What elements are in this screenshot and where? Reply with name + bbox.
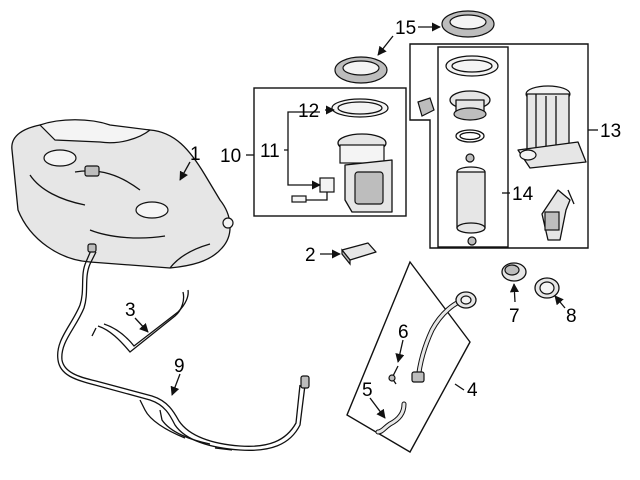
sender-assembly-box: [409, 43, 589, 249]
callout-7: 7: [509, 306, 520, 327]
hose-clamp: [388, 365, 399, 385]
leader-8: [554, 295, 566, 309]
leader-15b: [377, 35, 394, 56]
leader-1: [179, 161, 191, 181]
filler-neck: [411, 291, 477, 383]
callout-2: 2: [305, 245, 316, 266]
callout-9: 9: [174, 356, 185, 377]
float-arm: [541, 189, 575, 241]
connector-clip: [417, 97, 435, 117]
filler-neck-box: [346, 260, 471, 453]
callout-13: 13: [600, 121, 621, 142]
leader-4: [454, 383, 465, 391]
leader-6: [395, 339, 405, 363]
seal-ring-top: [445, 55, 499, 77]
pump-cap: [449, 90, 491, 121]
callout-11: 11: [260, 141, 280, 162]
filter-kit-box: [437, 46, 509, 248]
filler-cap: [534, 277, 560, 299]
o-ring: [455, 129, 485, 143]
callout-10: 10: [220, 146, 241, 167]
fuel-filter: [456, 166, 486, 234]
fuel-pump-module: [291, 133, 393, 213]
callout-3: 3: [125, 300, 136, 321]
fuel-tank: [11, 119, 234, 269]
tank-strap: [91, 289, 189, 353]
leader-3: [134, 317, 149, 333]
fuel-lines: [57, 243, 310, 451]
fuel-cap: [501, 262, 527, 282]
pump-seal-ring: [331, 98, 389, 118]
leader-9: [170, 373, 181, 396]
leader-7: [509, 283, 519, 303]
callout-6: 6: [398, 322, 409, 343]
small-seal: [465, 153, 475, 163]
fuel-sender: [517, 85, 587, 169]
leader-11: [284, 111, 320, 185]
leader-5: [369, 397, 386, 419]
lock-ring-lower: [334, 56, 388, 84]
callout-12: 12: [298, 101, 319, 122]
pump-assembly-box: [253, 87, 407, 217]
filler-hose: [375, 401, 407, 435]
callout-5: 5: [362, 380, 373, 401]
callout-1: 1: [190, 144, 201, 165]
callout-8: 8: [566, 306, 577, 327]
callout-14: 14: [512, 184, 534, 205]
bottom-seal: [467, 236, 477, 246]
lock-ring-top: [441, 10, 495, 38]
filter-pad: [341, 242, 377, 266]
callout-4: 4: [467, 380, 478, 401]
callout-15: 15: [395, 18, 416, 39]
